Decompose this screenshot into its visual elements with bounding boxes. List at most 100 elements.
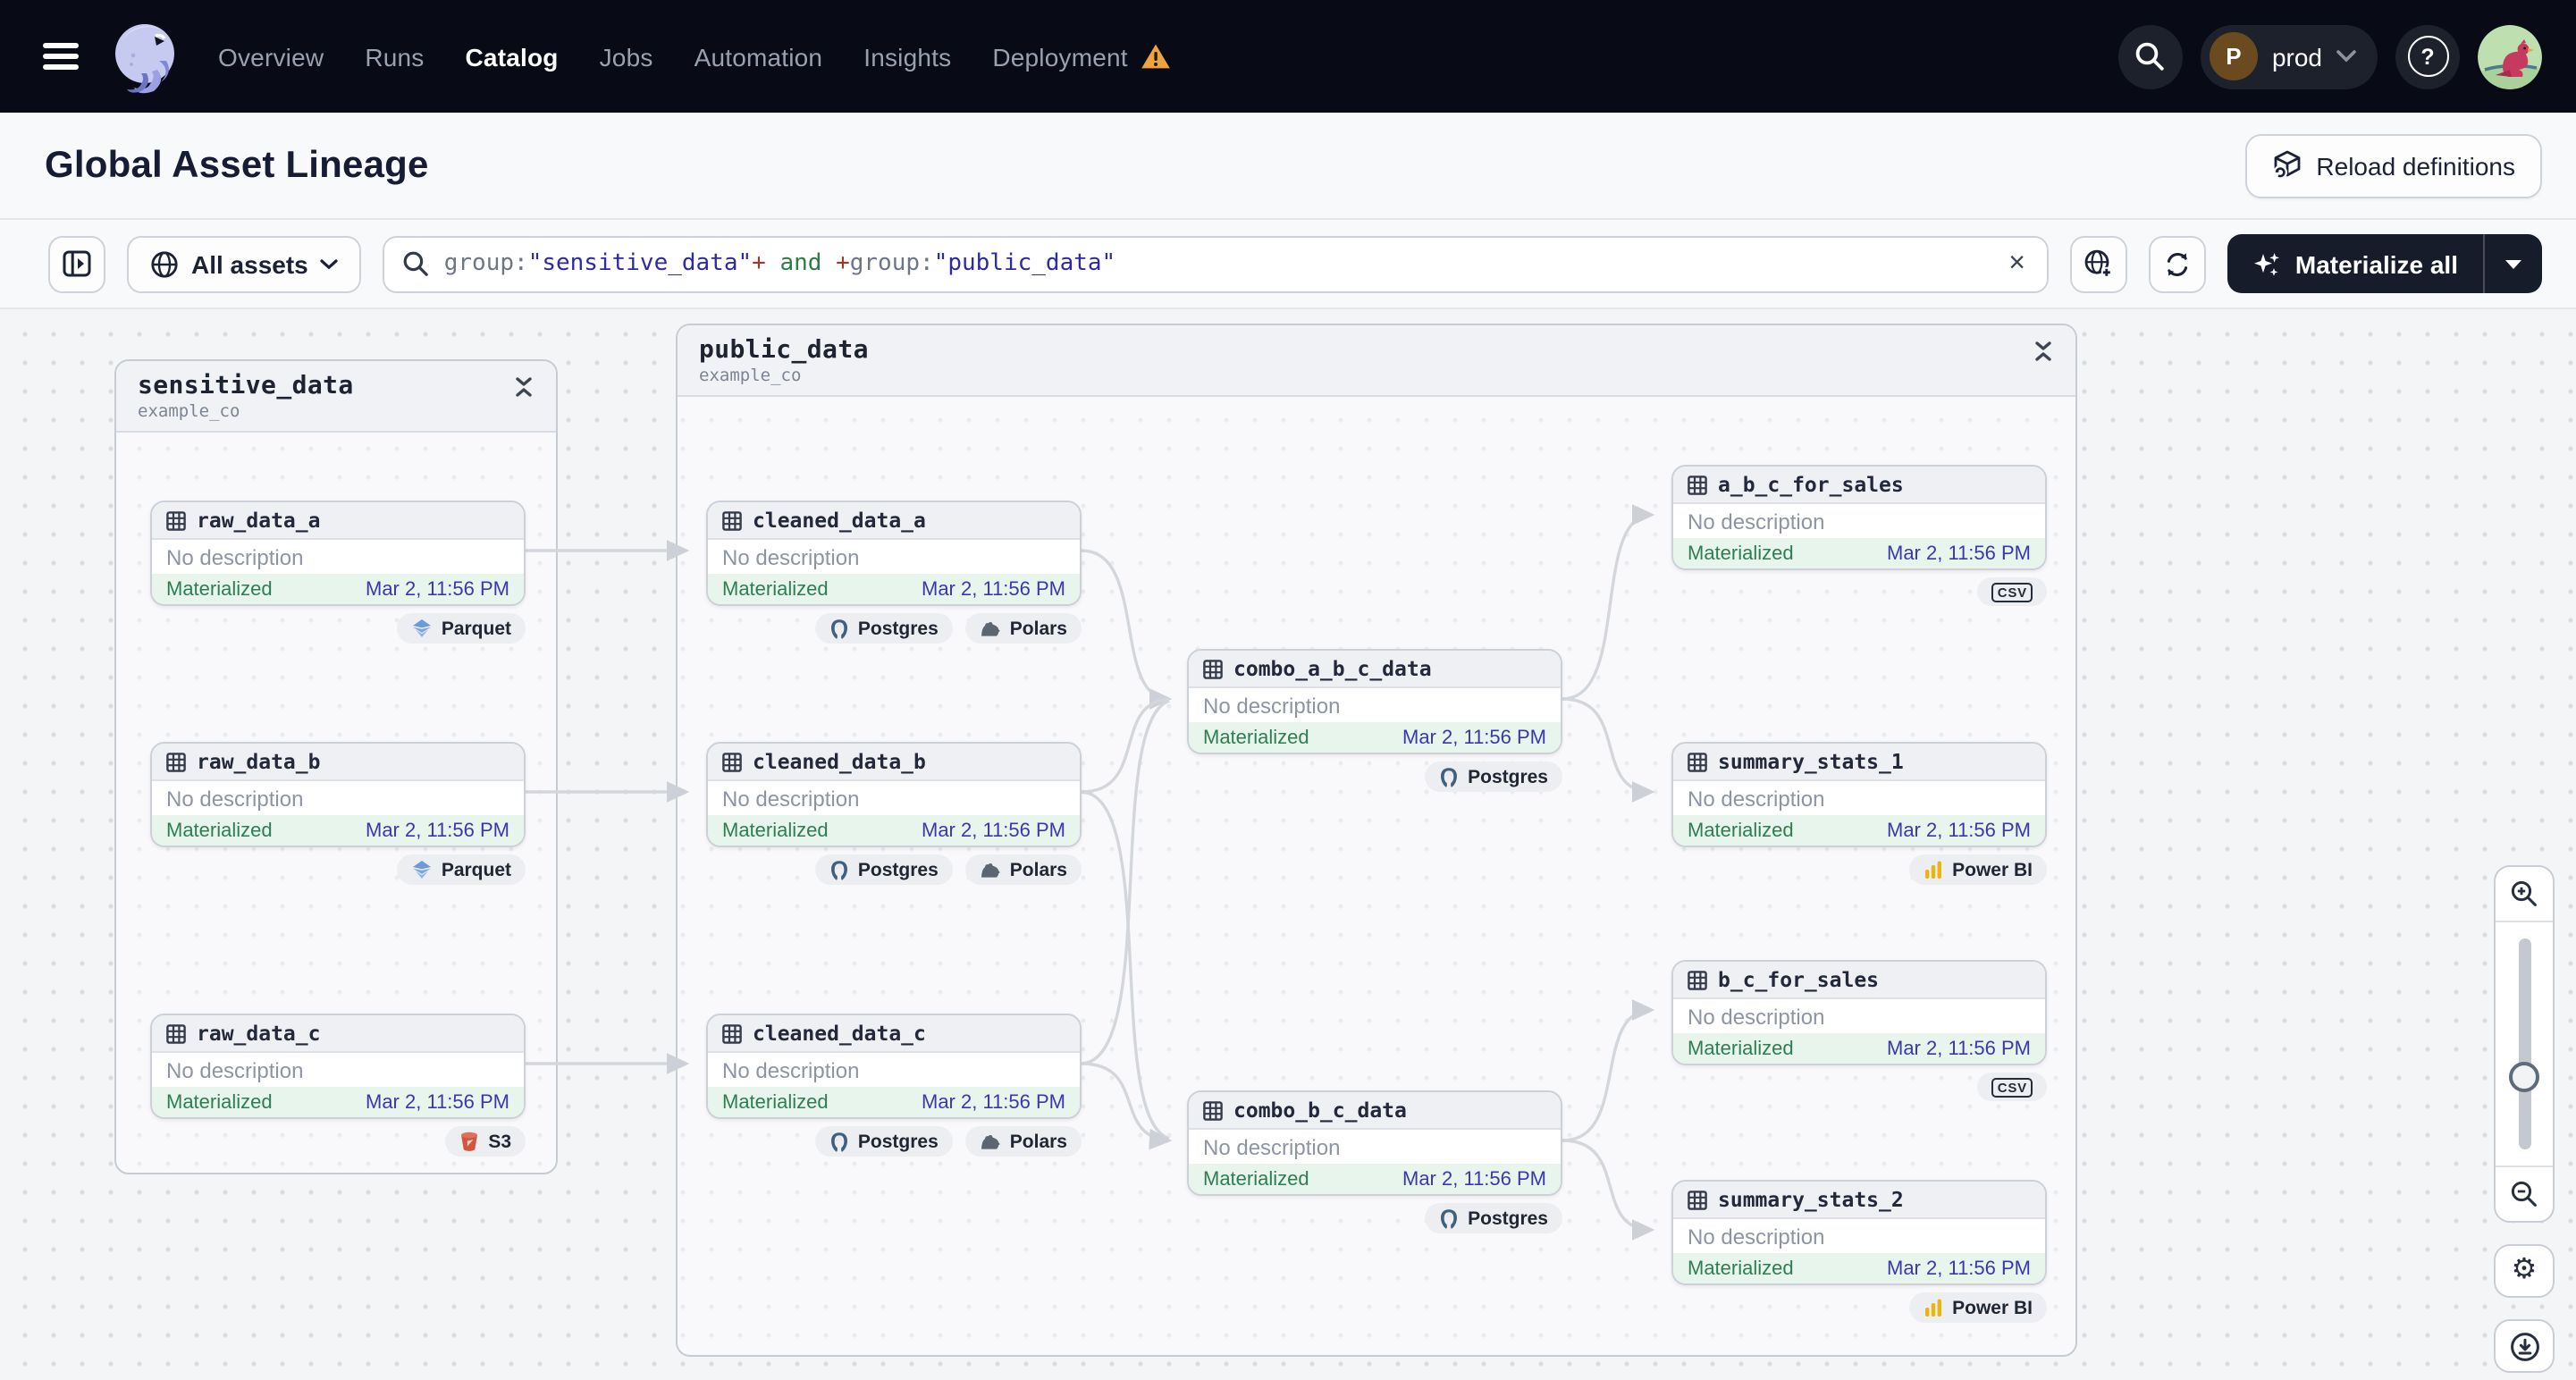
graph-settings-button[interactable]: ⚙ <box>2494 1244 2555 1298</box>
asset-status: Materialized <box>1203 727 1309 748</box>
menu-icon[interactable] <box>43 43 79 70</box>
asset-timestamp: Mar 2, 11:56 PM <box>366 1091 509 1113</box>
nav-item-deployment[interactable]: Deployment <box>992 42 1170 71</box>
asset-description: No description <box>722 544 860 569</box>
environment-initial: P <box>2209 32 2258 80</box>
kind-badge-csv[interactable]: CSV <box>1977 1073 2047 1101</box>
kind-badge-s3[interactable]: S3 <box>445 1126 526 1157</box>
kind-badge-powerbi[interactable]: Power BI <box>1909 854 2047 885</box>
zoom-out-button[interactable] <box>2496 1167 2553 1221</box>
search-button[interactable] <box>2117 24 2183 88</box>
postgres-icon <box>830 618 847 638</box>
parquet-icon <box>412 861 431 879</box>
user-avatar[interactable] <box>2478 24 2542 88</box>
refresh-button[interactable] <box>2148 235 2206 292</box>
kind-badge-parquet[interactable]: Parquet <box>396 613 526 644</box>
zoom-slider[interactable] <box>2496 921 2553 1167</box>
s3-icon <box>461 1131 478 1150</box>
zoom-slider-track[interactable] <box>2518 938 2530 1149</box>
chevron-down-icon <box>2336 50 2356 63</box>
asset-node-summary-stats-2[interactable]: summary_stats_2 No description Materiali… <box>1671 1180 2047 1285</box>
nav-item-runs[interactable]: Runs <box>365 42 425 71</box>
lineage-scope-button[interactable] <box>2069 235 2127 292</box>
kind-badge-label: Postgres <box>857 618 939 639</box>
asset-status: Materialized <box>166 820 273 841</box>
asset-node-cleaned-data-b[interactable]: cleaned_data_b No description Materializ… <box>706 742 1082 847</box>
asset-node-combo-a-b-c-data[interactable]: combo_a_b_c_data No description Material… <box>1187 649 1562 754</box>
kind-badge-label: Postgres <box>1468 1208 1548 1229</box>
table-icon <box>166 510 186 530</box>
panel-expand-icon <box>63 250 91 277</box>
asset-node-summary-stats-1[interactable]: summary_stats_1 No description Materiali… <box>1671 742 2047 847</box>
asset-filter-input[interactable]: group:"sensitive_data"+ and +group:"publ… <box>383 235 2049 292</box>
kind-badge-label: Postgres <box>857 859 939 880</box>
nav-item-insights[interactable]: Insights <box>863 42 952 71</box>
help-button[interactable]: ? <box>2395 24 2460 88</box>
nav-item-catalog[interactable]: Catalog <box>465 42 559 71</box>
asset-name: summary_stats_1 <box>1718 749 1904 774</box>
asset-node-b-c-for-sales[interactable]: b_c_for_sales No description Materialize… <box>1671 960 2047 1065</box>
table-icon <box>1203 1100 1223 1120</box>
materialize-all-button[interactable]: Materialize all <box>2227 234 2483 293</box>
kind-badge-csv[interactable]: CSV <box>1977 577 2047 606</box>
asset-status: Materialized <box>166 1091 273 1113</box>
collapse-group-icon[interactable] <box>513 372 535 399</box>
query-token: "public_data" <box>933 250 1116 277</box>
group-header[interactable]: public_data example_co <box>678 325 2075 397</box>
kind-badge-postgres[interactable]: Postgres <box>1425 762 1562 792</box>
polars-icon <box>981 862 1000 877</box>
collapse-group-icon[interactable] <box>2033 336 2054 363</box>
asset-node-a-b-c-for-sales[interactable]: a_b_c_for_sales No description Materiali… <box>1671 465 2047 570</box>
clear-filter-icon[interactable]: × <box>2008 248 2025 278</box>
kind-badge-polars[interactable]: Polars <box>964 854 1082 885</box>
dagster-logo[interactable] <box>107 19 182 94</box>
avatar-bird-image <box>2478 24 2542 88</box>
asset-name: raw_data_c <box>197 1021 321 1046</box>
lineage-canvas[interactable]: sensitive_data example_co public_data ex… <box>0 309 2576 1380</box>
nav-item-automation[interactable]: Automation <box>694 42 823 71</box>
asset-badges: Postgres <box>1187 1203 1562 1233</box>
reload-definitions-button[interactable]: Reload definitions <box>2244 133 2542 198</box>
materialize-all-label: Materialize all <box>2294 249 2458 278</box>
materialize-all-split-button: Materialize all <box>2227 234 2542 293</box>
kind-badge-parquet[interactable]: Parquet <box>396 854 526 885</box>
group-header[interactable]: sensitive_data example_co <box>116 361 556 433</box>
asset-description: No description <box>1688 509 1825 534</box>
asset-node-combo-b-c-data[interactable]: combo_b_c_data No description Materializ… <box>1187 1090 1562 1196</box>
materialize-options-button[interactable] <box>2483 234 2542 293</box>
asset-badges: Postgres Polars <box>706 854 1082 885</box>
kind-badge-postgres[interactable]: Postgres <box>814 854 953 885</box>
zoom-in-button[interactable] <box>2496 867 2553 921</box>
nav-item-overview[interactable]: Overview <box>218 42 324 71</box>
asset-scope-selector[interactable]: All assets <box>127 235 362 292</box>
kind-badge-postgres[interactable]: Postgres <box>814 613 953 644</box>
download-image-button[interactable] <box>2494 1319 2555 1373</box>
group-title-block: public_data example_co <box>699 336 869 386</box>
kind-badge-postgres[interactable]: Postgres <box>1425 1203 1562 1233</box>
kind-badge-powerbi[interactable]: Power BI <box>1909 1292 2047 1323</box>
asset-name: cleaned_data_b <box>753 749 926 774</box>
open-sidebar-button[interactable] <box>48 235 105 292</box>
nav-item-jobs[interactable]: Jobs <box>599 42 653 71</box>
zoom-slider-thumb[interactable] <box>2509 1062 2539 1092</box>
asset-scope-label: All assets <box>191 249 308 278</box>
download-icon <box>2510 1332 2538 1360</box>
kind-badge-postgres[interactable]: Postgres <box>814 1126 953 1157</box>
kind-badge-polars[interactable]: Polars <box>964 613 1082 644</box>
deployment-switcher[interactable]: P prod <box>2200 24 2378 88</box>
kind-badge-polars[interactable]: Polars <box>964 1126 1082 1157</box>
asset-badges: Postgres Polars <box>706 613 1082 644</box>
asset-status: Materialized <box>1688 1038 1794 1059</box>
filter-bar: All assets group:"sensitive_data"+ and +… <box>0 220 2576 309</box>
asset-node-cleaned-data-c[interactable]: cleaned_data_c No description Materializ… <box>706 1014 1082 1119</box>
asset-node-cleaned-data-a[interactable]: cleaned_data_a No description Materializ… <box>706 501 1082 606</box>
asset-description: No description <box>1688 786 1825 811</box>
asset-description: No description <box>722 1057 860 1082</box>
asset-description: No description <box>1203 1134 1341 1159</box>
asset-status: Materialized <box>1688 543 1794 564</box>
table-icon <box>722 510 742 530</box>
csv-icon: CSV <box>1991 1077 2033 1097</box>
